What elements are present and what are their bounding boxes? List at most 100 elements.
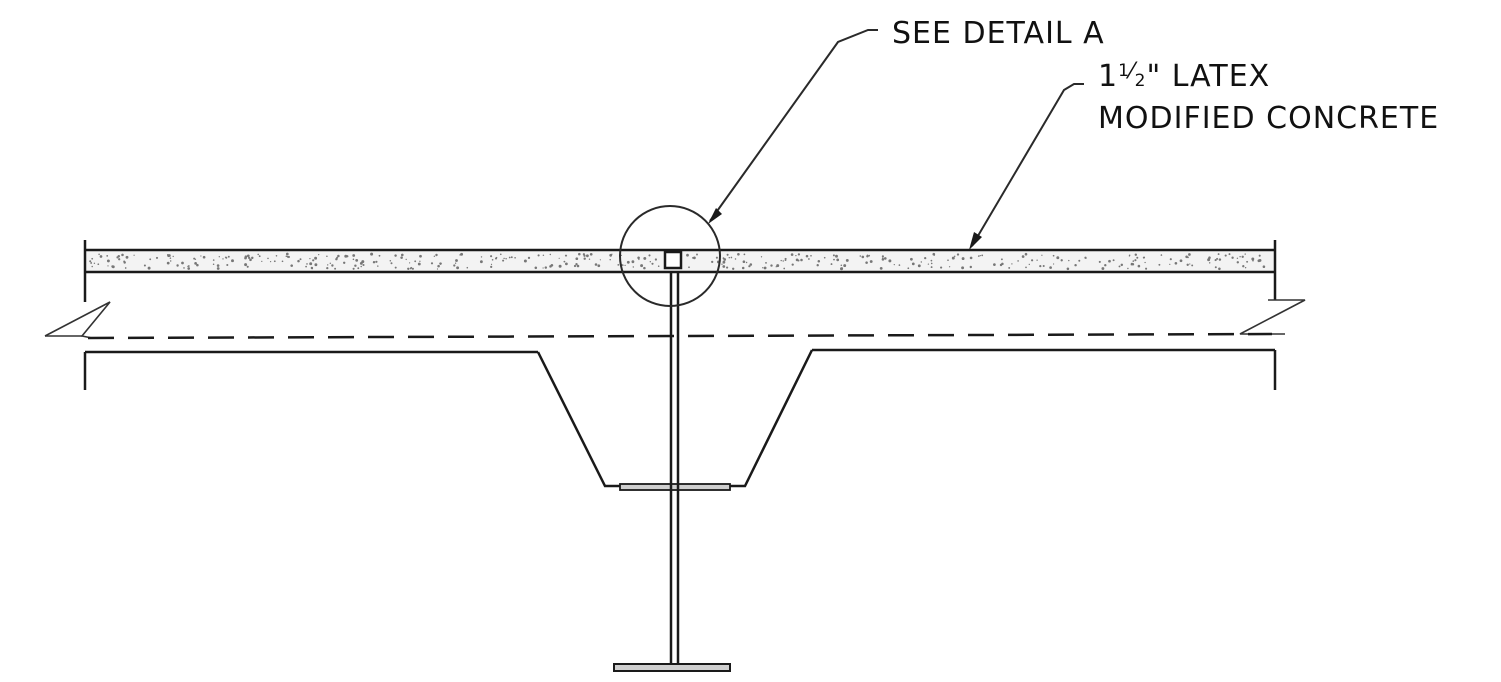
stipple-dot <box>1262 265 1266 268</box>
stipple-dot <box>455 259 458 262</box>
stipple-dot <box>433 255 436 258</box>
stipple-dot <box>620 254 623 257</box>
stipple-dot <box>1132 260 1135 262</box>
stipple-dot <box>617 264 620 266</box>
stipple-dot <box>651 262 654 265</box>
stipple-dot <box>1028 263 1030 266</box>
stipple-dot <box>1011 263 1013 265</box>
stipple-dot <box>866 255 869 258</box>
stipple-dot <box>305 265 307 268</box>
stipple-dot <box>187 267 191 270</box>
stipple-dot <box>187 265 190 267</box>
stipple-dot <box>196 263 199 267</box>
stipple-dot <box>840 264 843 266</box>
stipple-dot <box>776 264 780 268</box>
stipple-dot <box>784 257 787 260</box>
stipple-dot <box>947 259 949 262</box>
stipple-dot <box>247 256 251 260</box>
stipple-dot <box>480 256 483 258</box>
stipple-dot <box>558 257 560 259</box>
stipple-dot <box>1236 261 1239 264</box>
stipple-dot <box>436 268 439 270</box>
reinforcement-dashed-line <box>87 332 1273 340</box>
stipple-dot <box>1185 255 1188 259</box>
stipple-dot <box>715 256 718 259</box>
stipple-dot <box>222 258 224 260</box>
stipple-dot <box>1042 264 1045 268</box>
stipple-dot <box>93 262 96 264</box>
stipple-dot <box>883 257 887 260</box>
stipple-dot <box>693 256 696 260</box>
stipple-dot <box>1134 259 1137 262</box>
stipple-dot <box>696 253 698 256</box>
stipple-dot <box>306 263 308 265</box>
stipple-dot <box>1131 262 1135 266</box>
stipple-dot <box>734 258 737 260</box>
stipple-dot <box>281 260 284 263</box>
stipple-dot <box>583 257 586 260</box>
stipple-dot <box>166 261 170 265</box>
concrete-stipple <box>89 252 1266 271</box>
stipple-dot <box>456 266 460 270</box>
stipple-dot <box>355 259 359 262</box>
stipple-dot <box>1258 258 1262 262</box>
stipple-dot <box>523 259 527 263</box>
stipple-dot <box>1179 259 1183 263</box>
stipple-dot <box>1231 256 1234 259</box>
stipple-dot <box>261 260 263 263</box>
stipple-dot <box>372 260 376 264</box>
stipple-dot <box>770 264 773 267</box>
stipple-dot <box>1008 266 1011 269</box>
stipple-dot <box>782 260 784 262</box>
stipple-dot <box>346 255 349 258</box>
stipple-dot <box>575 257 579 261</box>
stipple-dot <box>326 255 328 257</box>
stipple-dot <box>121 253 124 257</box>
stipple-dot <box>394 254 397 257</box>
stipple-dot <box>490 263 493 266</box>
stipple-dot <box>643 266 646 270</box>
stipple-dot <box>534 266 538 270</box>
haunch <box>536 349 814 488</box>
stipple-dot <box>805 254 809 258</box>
stipple-dot <box>686 253 689 257</box>
stipple-dot <box>200 255 202 257</box>
overlay-leader <box>969 83 1084 250</box>
stipple-dot <box>979 254 981 257</box>
stipple-dot <box>491 258 494 261</box>
stipple-dot <box>1120 263 1124 267</box>
stipple-dot <box>116 256 119 259</box>
stipple-dot <box>537 254 540 257</box>
stipple-dot <box>845 258 849 262</box>
stipple-dot <box>494 257 498 260</box>
overlay-label-line2: MODIFIED CONCRETE <box>1098 101 1439 136</box>
right-break-line <box>1239 299 1306 335</box>
stipple-dot <box>218 256 220 258</box>
stipple-dot <box>1214 259 1217 262</box>
stipple-dot <box>638 258 640 261</box>
stipple-dot <box>1001 262 1004 266</box>
stipple-dot <box>723 258 727 261</box>
stipple-dot <box>273 260 276 263</box>
stipple-dot <box>585 254 589 258</box>
stipple-dot <box>377 265 379 267</box>
stipple-dot <box>624 264 626 267</box>
steel-girder <box>613 250 731 672</box>
stipple-dot <box>1039 265 1042 268</box>
stipple-dot <box>499 253 502 256</box>
stipple-dot <box>800 258 803 262</box>
stipple-dot <box>643 256 647 260</box>
stipple-dot <box>1030 259 1034 262</box>
stipple-dot <box>1208 262 1211 264</box>
stipple-dot <box>843 264 847 268</box>
stipple-dot <box>479 260 483 264</box>
stipple-dot <box>823 256 826 259</box>
stipple-dot <box>1160 254 1163 256</box>
stipple-dot <box>692 257 694 259</box>
stipple-dot <box>193 257 196 260</box>
stipple-dot <box>1053 263 1055 265</box>
stipple-dot <box>334 267 337 270</box>
stipple-dot <box>510 256 513 259</box>
stipple-dot <box>726 266 729 269</box>
stipple-dot <box>745 261 748 264</box>
